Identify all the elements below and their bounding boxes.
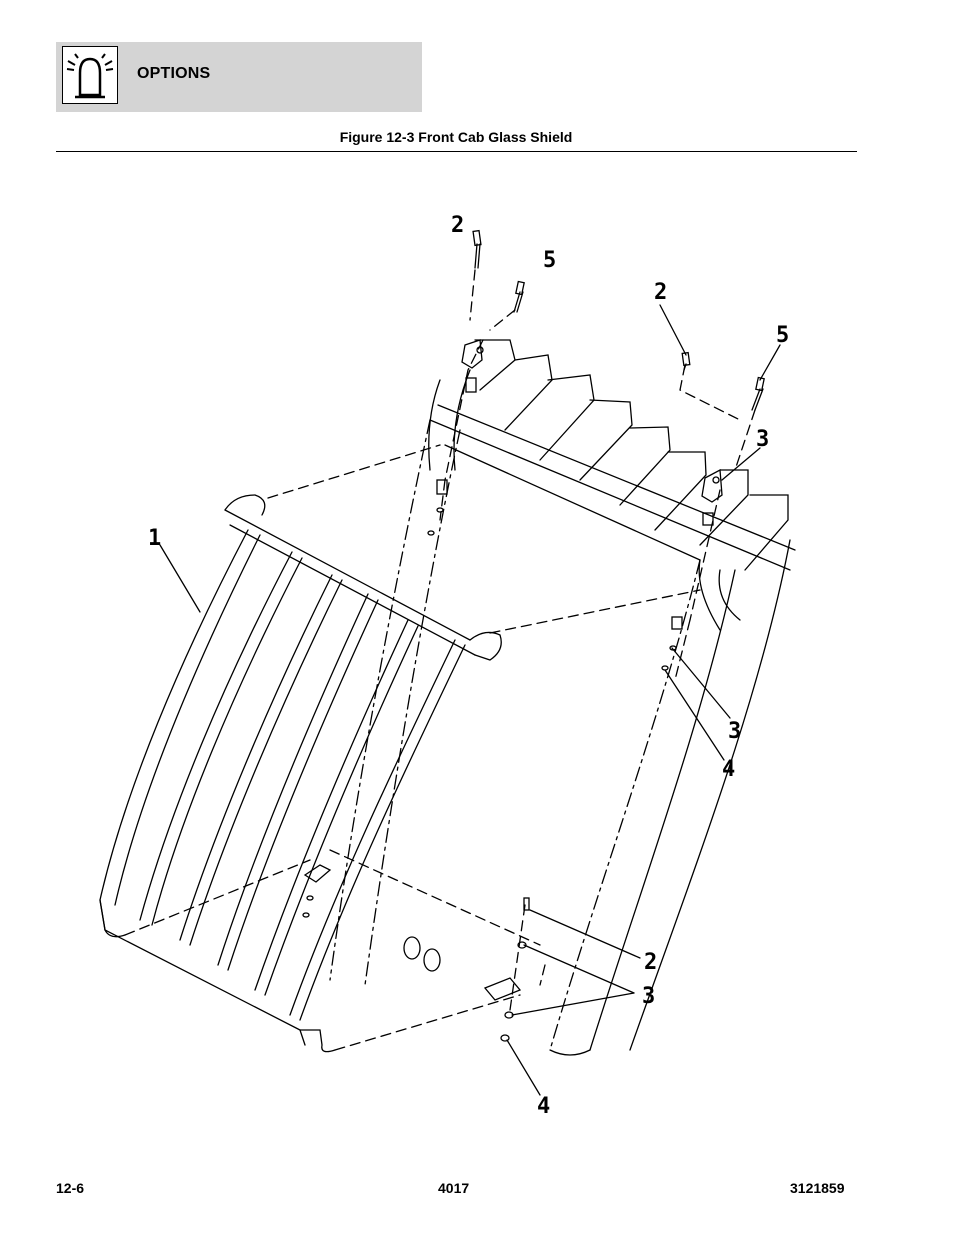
callout-label: 3 xyxy=(756,427,769,452)
figure-caption: Figure 12-3 Front Cab Glass Shield xyxy=(339,129,573,145)
callout-label: 2 xyxy=(644,950,657,975)
callout-label: 5 xyxy=(776,323,789,348)
hardware-parts xyxy=(302,229,765,1042)
callout-leaders xyxy=(159,304,781,1096)
cab-frame-arch xyxy=(329,419,791,1056)
callout-label: 2 xyxy=(451,213,464,238)
footer-document-number: 3121859 xyxy=(790,1180,845,1196)
callout-label: 1 xyxy=(148,526,161,551)
warning-beacon-icon xyxy=(66,53,114,99)
roof-rib-assembly xyxy=(428,339,796,631)
header-rule xyxy=(56,151,857,152)
section-icon-frame xyxy=(62,46,118,104)
callout-label: 3 xyxy=(728,719,741,744)
footer-page-number: 12-6 xyxy=(56,1180,85,1196)
callout-label: 2 xyxy=(654,280,667,305)
front-glass-shield xyxy=(99,494,502,1053)
footer-model: 4017 xyxy=(438,1180,470,1196)
callout-label: 4 xyxy=(722,757,735,782)
dashed-leader-lines xyxy=(124,269,756,1051)
callout-label: 5 xyxy=(543,248,556,273)
section-title: OPTIONS xyxy=(137,65,211,82)
callout-labels: 2 5 2 5 3 1 3 4 2 3 4 xyxy=(148,213,789,1119)
callout-label: 3 xyxy=(642,984,655,1009)
callout-label: 4 xyxy=(537,1094,550,1119)
